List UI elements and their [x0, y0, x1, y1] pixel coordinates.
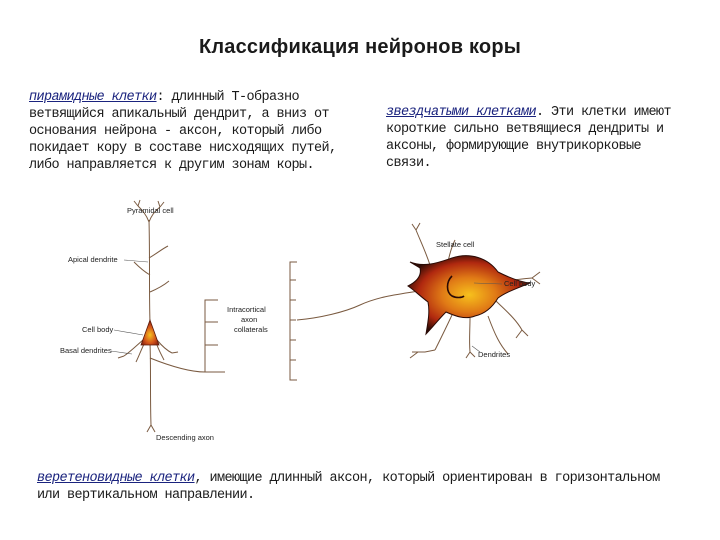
pyramidal-term: пирамидные клетки: [29, 90, 157, 105]
stellate-term: звездчатыми клетками: [386, 105, 537, 120]
label-intracortical-2: axon: [241, 315, 257, 324]
label-stellate-cell: Stellate cell: [436, 240, 475, 249]
label-basal-dendrites: Basal dendrites: [60, 346, 112, 355]
label-pyramidal-cell: Pyramidal cell: [127, 206, 174, 215]
slide-title: Классификация нейронов коры: [198, 36, 522, 58]
fusiform-text: , имеющие длинный аксон, который ориенти…: [37, 471, 660, 503]
label-descending-axon: Descending axon: [156, 433, 214, 442]
label-intracortical-1: Intracortical: [227, 305, 266, 314]
label-cell-body-left: Cell body: [82, 325, 114, 334]
label-cell-body-right: Cell body: [504, 279, 536, 288]
pyramidal-neuron: [117, 199, 225, 433]
collateral-bracket: [289, 261, 426, 381]
fusiform-term: веретеновидные клетки: [37, 471, 195, 486]
stellate-nucleus: [446, 275, 465, 299]
pyramidal-soma: [140, 318, 160, 346]
fusiform-description: веретеновидные клетки, имеющие длинный а…: [37, 470, 677, 504]
label-apical-dendrite: Apical dendrite: [68, 255, 118, 264]
stellate-description: звездчатыми клетками. Эти клетки имеют к…: [386, 104, 686, 172]
stellate-text: . Эти клетки имеют короткие сильно ветвя…: [386, 105, 672, 171]
label-intracortical-3: collaterals: [234, 325, 268, 334]
pyramidal-description: пирамидные клетки: длинный Т-образно вет…: [29, 89, 359, 174]
label-dendrites: Dendrites: [478, 350, 510, 359]
pyramidal-text: : длинный Т-образно ветвящийся апикальны…: [29, 90, 337, 173]
stellate-soma: [407, 255, 531, 336]
